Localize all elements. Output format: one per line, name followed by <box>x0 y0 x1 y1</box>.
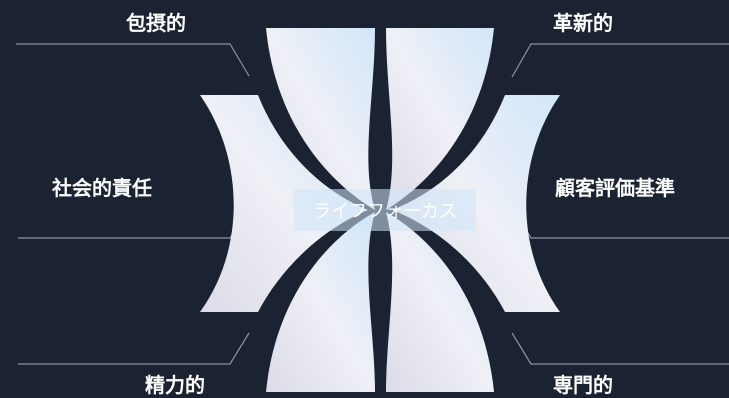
center-label: ライフフォーカス <box>294 189 476 231</box>
label-top-right: 革新的 <box>553 11 613 35</box>
connector-mid-right <box>511 206 729 239</box>
petal-top-left <box>266 28 375 210</box>
label-bottom-left: 精力的 <box>145 373 205 397</box>
connector-top-left <box>16 43 250 77</box>
connector-bottom-right <box>511 332 729 365</box>
petal-bottom-left <box>266 212 375 392</box>
petal-left <box>200 95 368 312</box>
label-top-left: 包摂的 <box>126 11 186 35</box>
petal-right <box>392 95 560 312</box>
cross-emblem <box>200 28 560 392</box>
connector-bottom-left <box>18 332 250 365</box>
label-mid-left: 社会的責任 <box>52 176 152 200</box>
petal-top-right <box>386 28 494 210</box>
label-bottom-right: 専門的 <box>553 373 613 397</box>
connector-mid-left <box>18 205 250 239</box>
connector-top-right <box>511 43 729 78</box>
label-mid-right: 顧客評価基準 <box>555 176 675 200</box>
petal-bottom-right <box>386 212 494 392</box>
